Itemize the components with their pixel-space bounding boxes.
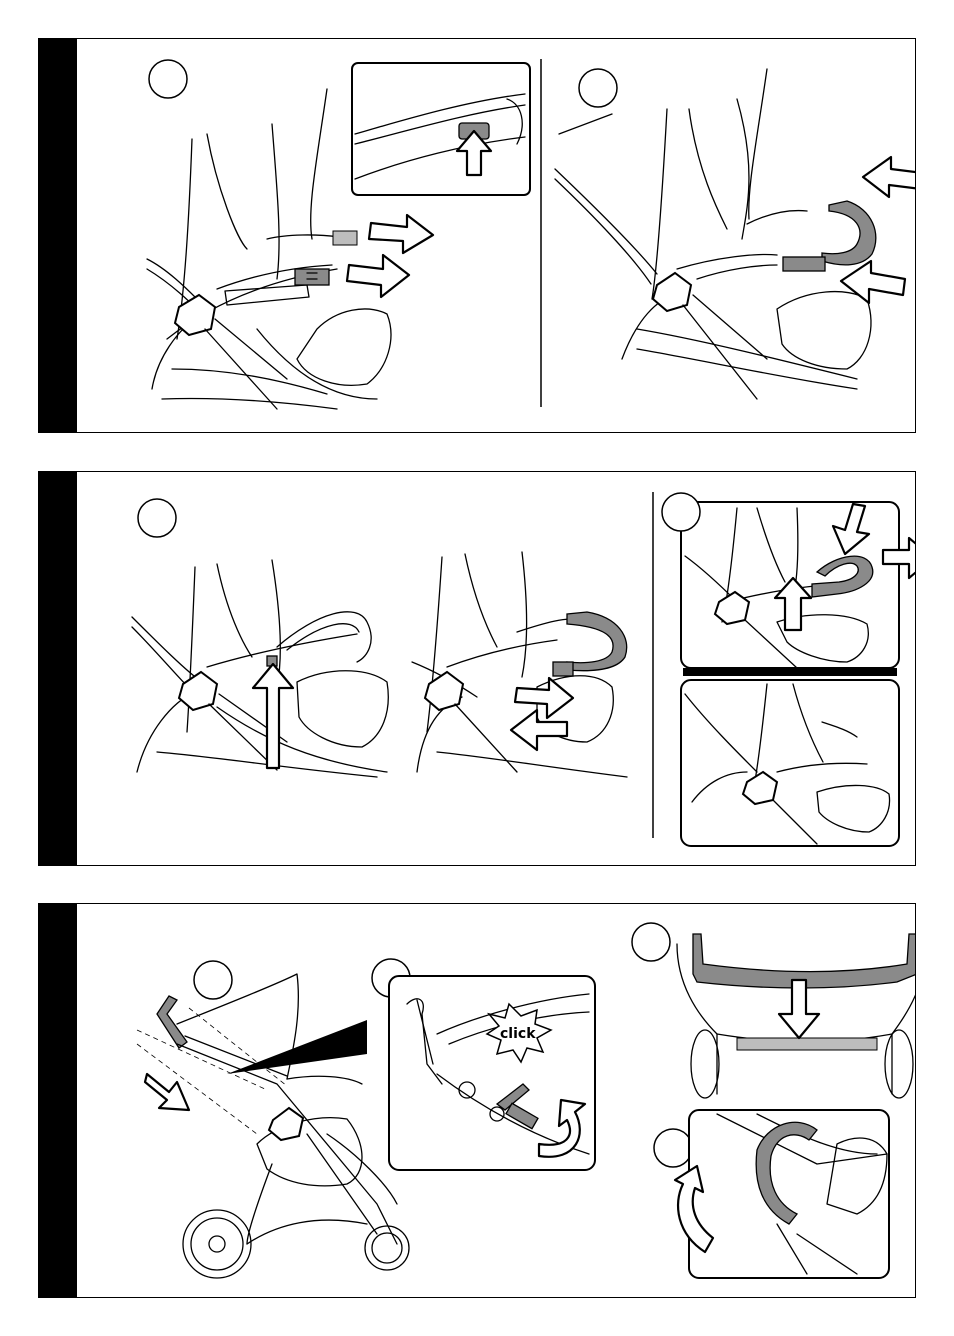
step-circle <box>632 923 670 961</box>
pull-arrow-icon <box>347 255 409 297</box>
stroller-seat-drawing <box>132 560 388 777</box>
push-arrow-icon <box>145 1074 189 1110</box>
detail-inset-remove <box>662 493 899 676</box>
attach-arrow-icon <box>841 261 905 303</box>
attach-arrow-icon <box>863 157 915 197</box>
step-circle <box>662 493 700 531</box>
step-circle <box>194 961 232 999</box>
instruction-panel-2 <box>38 471 916 866</box>
stroller-full-drawing <box>137 974 409 1278</box>
panel-3-illustration: click <box>77 904 915 1297</box>
panel-side-tab <box>39 472 77 865</box>
panel-1-illustration <box>77 39 915 432</box>
panel-side-tab <box>39 904 77 1297</box>
instruction-panel-1 <box>38 38 916 433</box>
step-circle <box>149 60 187 98</box>
panel-side-tab <box>39 39 77 432</box>
step-circle <box>138 499 176 537</box>
detail-inset-button <box>352 63 530 195</box>
detail-inset-bumper <box>689 1110 889 1278</box>
panel-2-illustration <box>77 472 915 865</box>
step-circle <box>654 1129 692 1167</box>
pull-arrow-icon <box>369 215 433 253</box>
click-label: click <box>500 1026 536 1042</box>
detail-inset-result <box>681 680 899 846</box>
instruction-panel-3: click <box>38 903 916 1298</box>
stroller-seat-drawing <box>412 552 627 777</box>
stroller-seat-drawing <box>555 69 876 399</box>
slide-arrow-icon <box>511 710 567 750</box>
step-circle <box>579 69 617 107</box>
